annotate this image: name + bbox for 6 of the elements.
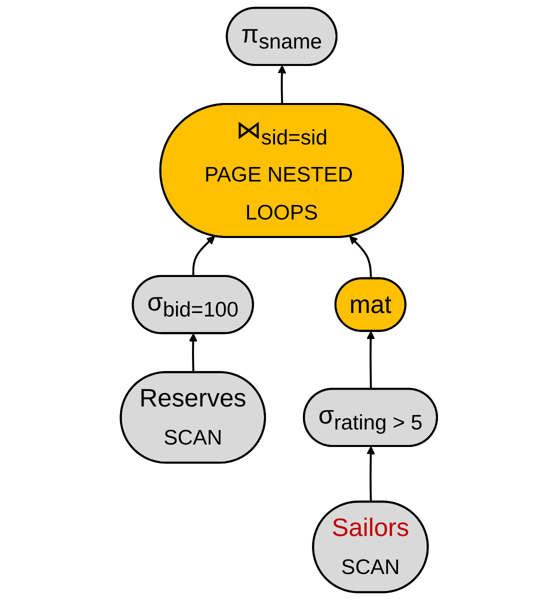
arrow [348,236,372,279]
arrow [366,330,375,390]
arrow [192,236,215,276]
arrow [188,333,198,373]
arrow [277,65,286,104]
arrow [366,446,375,502]
